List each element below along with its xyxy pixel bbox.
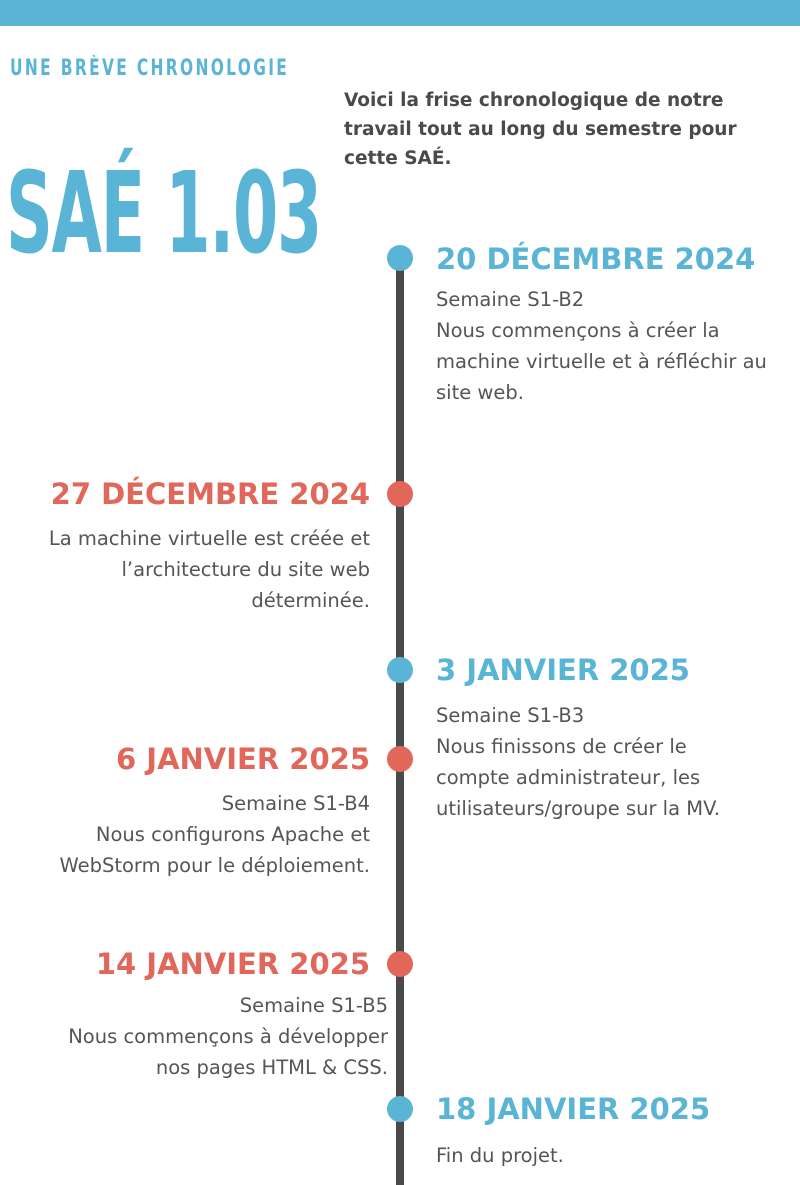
event-description-6: Fin du projet. bbox=[436, 1140, 564, 1171]
timeline-marker-4 bbox=[387, 746, 413, 772]
event-description-2: La machine virtuelle est créée et l’arch… bbox=[49, 523, 370, 616]
event-date-2: 27 DÉCEMBRE 2024 bbox=[50, 477, 370, 511]
event-line: utilisateurs/groupe sur la MV. bbox=[436, 797, 721, 820]
kicker-heading: UNE BRÈVE CHRONOLOGIE bbox=[10, 56, 290, 81]
timeline-marker-6 bbox=[387, 1096, 413, 1122]
event-line: Nous finissons de créer le bbox=[436, 735, 687, 758]
timeline-marker-5 bbox=[387, 951, 413, 977]
event-line: Nous configurons Apache et bbox=[95, 823, 370, 846]
event-line: La machine virtuelle est créée et bbox=[48, 527, 370, 550]
event-date-4: 6 JANVIER 2025 bbox=[116, 742, 370, 776]
top-banner bbox=[0, 0, 800, 26]
timeline-marker-3 bbox=[387, 657, 413, 683]
event-line: Nous commençons à développer bbox=[68, 1025, 388, 1048]
event-line: WebStorm pour le déploiement. bbox=[59, 854, 370, 877]
event-description-5: Semaine S1-B5 Nous commençons à développ… bbox=[68, 990, 388, 1083]
event-line: machine virtuelle et à réfléchir au bbox=[436, 350, 767, 373]
event-line: Semaine S1-B5 bbox=[239, 994, 388, 1017]
event-line: Semaine S1-B4 bbox=[221, 792, 370, 815]
event-line: Fin du projet. bbox=[436, 1144, 564, 1167]
event-line: déterminée. bbox=[251, 589, 370, 612]
event-date-3: 3 JANVIER 2025 bbox=[436, 653, 690, 687]
event-description-3: Semaine S1-B3 Nous finissons de créer le… bbox=[436, 700, 720, 824]
event-date-6: 18 JANVIER 2025 bbox=[436, 1092, 711, 1126]
event-date-5: 14 JANVIER 2025 bbox=[95, 947, 370, 981]
event-description-4: Semaine S1-B4 Nous configurons Apache et… bbox=[59, 788, 370, 881]
event-description-1: Semaine S1-B2 Nous commençons à créer la… bbox=[436, 284, 767, 408]
timeline-marker-1 bbox=[387, 245, 413, 271]
page-title: SAÉ 1.03 bbox=[6, 149, 322, 279]
event-line: Semaine S1-B3 bbox=[436, 704, 585, 727]
event-line: site web. bbox=[436, 381, 524, 404]
intro-text: Voici la frise chronologique de notre tr… bbox=[344, 90, 737, 169]
event-line: Nous commençons à créer la bbox=[436, 319, 720, 342]
event-date-1: 20 DÉCEMBRE 2024 bbox=[436, 242, 756, 276]
timeline-axis bbox=[396, 258, 404, 1185]
timeline-marker-2 bbox=[387, 481, 413, 507]
event-line: compte administrateur, les bbox=[436, 766, 701, 789]
event-line: nos pages HTML & CSS. bbox=[155, 1056, 388, 1079]
event-line: Semaine S1-B2 bbox=[436, 288, 585, 311]
event-line: l’architecture du site web bbox=[121, 558, 370, 581]
